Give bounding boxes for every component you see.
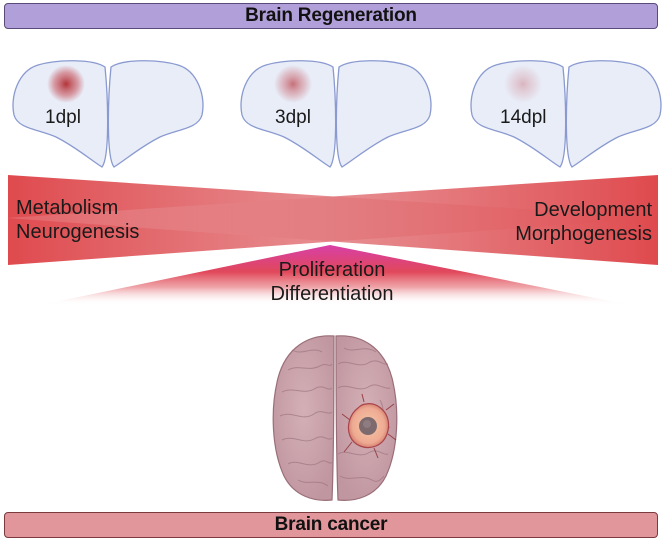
center-wedge-proliferation bbox=[40, 245, 630, 305]
human-brain-with-tumor bbox=[268, 330, 402, 505]
banner-title: Brain cancer bbox=[274, 514, 388, 535]
timepoint-label: 3dpl bbox=[275, 107, 311, 128]
left-process-labels: Metabolism Neurogenesis bbox=[16, 196, 139, 244]
brain-section-1dpl: 1dpl bbox=[8, 57, 208, 169]
telencephalon-icon bbox=[12, 60, 204, 168]
timepoint-label: 1dpl bbox=[45, 107, 81, 128]
brain-section-14dpl: 14dpl bbox=[466, 57, 664, 169]
brain-regeneration-banner: Brain Regeneration bbox=[4, 3, 658, 29]
process-label-morphogenesis: Morphogenesis bbox=[515, 223, 652, 245]
process-label-development: Development bbox=[534, 199, 652, 221]
right-process-labels: Development Morphogenesis bbox=[515, 198, 652, 246]
process-label-metabolism: Metabolism bbox=[16, 197, 119, 219]
process-label-neurogenesis: Neurogenesis bbox=[16, 221, 140, 243]
human-brain-icon bbox=[272, 335, 398, 501]
timepoint-label: 14dpl bbox=[500, 107, 547, 128]
banner-title: Brain Regeneration bbox=[245, 5, 417, 26]
lesion-spot bbox=[504, 65, 542, 103]
tumor bbox=[341, 393, 397, 459]
right-wedge-development bbox=[6, 175, 658, 265]
lesion-spot bbox=[274, 65, 312, 103]
process-label-differentiation: Differentiation bbox=[270, 283, 394, 305]
lesion-spot bbox=[47, 65, 85, 103]
process-label-proliferation: Proliferation bbox=[278, 259, 386, 281]
brain-cancer-banner: Brain cancer bbox=[4, 512, 658, 538]
telencephalon-icon bbox=[240, 60, 432, 168]
telencephalon-icon bbox=[470, 60, 662, 168]
center-process-labels: Proliferation Differentiation bbox=[0, 258, 664, 306]
brain-section-3dpl: 3dpl bbox=[236, 57, 436, 169]
